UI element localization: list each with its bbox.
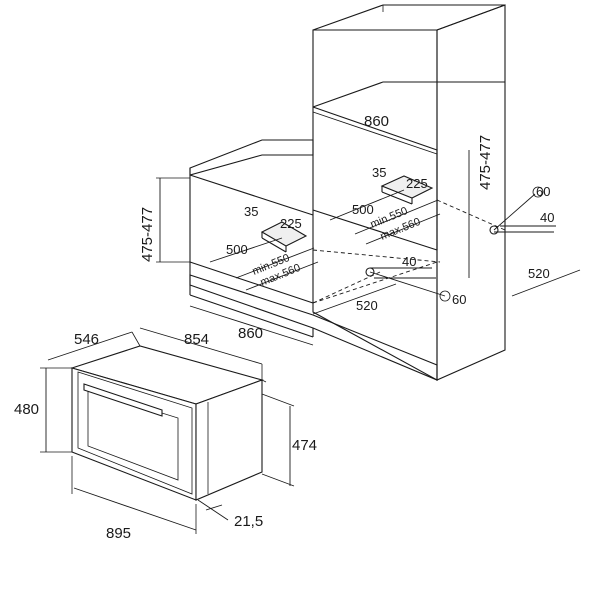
oven-dimensions: 546 854 480 474 895 21,5	[14, 327, 317, 542]
counter-bracket	[260, 221, 308, 247]
oven-handle	[83, 383, 163, 417]
counter-width-label: 860	[238, 325, 263, 342]
oven-depth-label: 546	[74, 331, 99, 348]
countertop	[189, 139, 314, 176]
oven-door-thickness-label: 21,5	[234, 513, 263, 530]
oven-width-top-label: 854	[184, 331, 209, 348]
oven-height-front-label: 480	[14, 401, 39, 418]
tall-rear-depth-label: 520	[528, 266, 550, 281]
oven-width-bottom-label: 895	[106, 525, 131, 542]
tall-bracket-width-label: 225	[406, 176, 428, 191]
oven-height-side-label: 474	[292, 437, 317, 454]
counter-hole-offset-label: 40	[402, 254, 416, 269]
counter-hole-diameter-label: 60	[452, 292, 466, 307]
counter-dimensions: 475-477 35 225 500 min.550 max.560 40 60…	[139, 177, 466, 346]
tall-niche-bottom	[312, 209, 438, 251]
tall-width-line	[312, 111, 438, 155]
tall-rear-depth-line	[511, 269, 581, 297]
tall-height-label: 475-477	[477, 135, 494, 190]
counter-bracket-depth-label: 35	[244, 204, 258, 219]
diameter-symbol-icon	[532, 186, 544, 198]
counter-width-line	[189, 305, 314, 346]
diameter-symbol-icon-2	[439, 290, 451, 302]
counter-bracket-width-label: 225	[280, 216, 302, 231]
tall-cabinet-side	[436, 4, 506, 381]
counter-rear-depth-line	[312, 283, 397, 315]
counter-rear-depth-label: 520	[356, 298, 378, 313]
oven-side	[195, 379, 263, 501]
oven-width-bottom-line	[73, 487, 197, 531]
tall-hole-mark	[489, 225, 499, 235]
counter-depth-500-label: 500	[226, 242, 248, 257]
tall-bracket	[380, 175, 434, 199]
counter-height-label: 475-477	[139, 207, 156, 262]
under-counter-cabinet	[189, 139, 441, 381]
tall-cabinet	[312, 4, 506, 381]
oven-width-top-line	[139, 327, 263, 365]
tall-bracket-depth-label: 35	[372, 165, 386, 180]
tall-width-label: 860	[364, 113, 389, 130]
oven	[70, 345, 267, 501]
tall-hole-offset-label: 40	[540, 210, 554, 225]
tall-cabinet-top	[312, 4, 506, 31]
oven-depth-line	[47, 331, 133, 361]
oven-door-thickness-line	[197, 499, 229, 521]
tall-depth-500-label: 500	[352, 202, 374, 217]
